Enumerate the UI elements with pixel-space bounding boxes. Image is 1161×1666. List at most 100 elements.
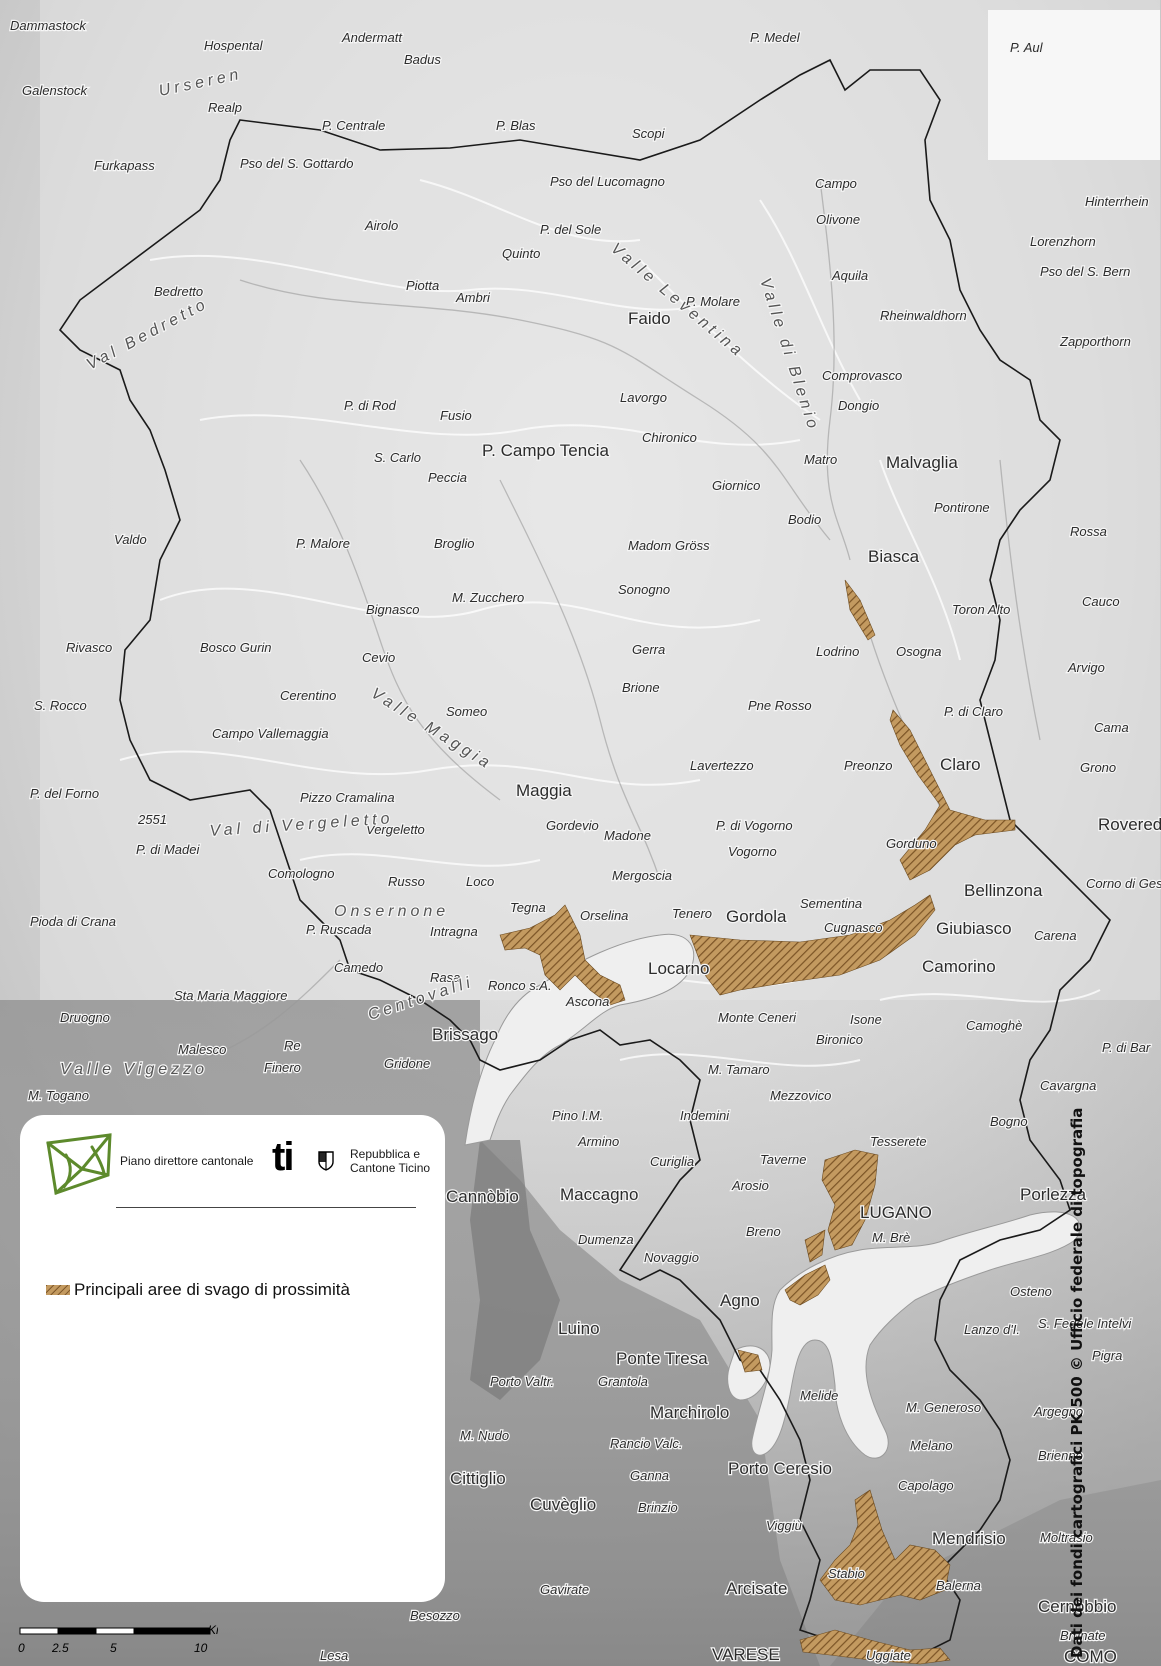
label-olivone: Olivone	[816, 212, 860, 227]
label-pso-lucomagno: Pso del Lucomagno	[550, 174, 665, 189]
label-pigra: Pigra	[1092, 1348, 1122, 1363]
label-cugnasco: Cugnasco	[824, 920, 883, 935]
legend-divider	[116, 1207, 416, 1208]
label-p-malore: P. Malore	[296, 536, 350, 551]
label-zapporthorn: Zapporthorn	[1059, 334, 1131, 349]
recreation-area-chiasso	[799, 1629, 951, 1665]
label-sonogno: Sonogno	[618, 582, 670, 597]
label-m-tamaro: M. Tamaro	[708, 1062, 770, 1077]
label-como: COMO	[1064, 1647, 1117, 1666]
label-locarno: Locarno	[648, 959, 709, 978]
label-pizzo-cramalina: Pizzo Cramalina	[300, 790, 395, 805]
label-osogna: Osogna	[896, 644, 942, 659]
label-s-carlo: S. Carlo	[374, 450, 421, 465]
label-balerna: Balerna	[936, 1578, 981, 1593]
label-porto-valtr: Porto Valtr.	[490, 1374, 554, 1389]
label-agno: Agno	[720, 1291, 760, 1310]
label-vogorno: Vogorno	[728, 844, 777, 859]
label-cannobio: Cannòbio	[446, 1187, 519, 1206]
label-p-di-claro: P. di Claro	[944, 704, 1003, 719]
label-pontirone: Pontirone	[934, 500, 990, 515]
label-gorduno: Gorduno	[886, 836, 937, 851]
scale-tick-10: 10	[194, 1641, 208, 1655]
label-tenero: Tenero	[672, 906, 712, 921]
label-gordevio: Gordevio	[546, 818, 599, 833]
label-maggia: Maggia	[516, 781, 572, 800]
label-bedretto: Bedretto	[154, 284, 203, 299]
label-pso-s-bern: Pso del S. Bern	[1040, 264, 1130, 279]
label-peccia: Peccia	[428, 470, 467, 485]
label-brione: Brione	[622, 680, 660, 695]
label-claro: Claro	[940, 755, 981, 774]
canton-shield-icon	[318, 1151, 334, 1171]
map-inset-north-east	[988, 10, 1160, 160]
label-bignasco: Bignasco	[366, 602, 419, 617]
recreation-area-mendrisiotto	[819, 1489, 951, 1606]
label-p-medel: P. Medel	[750, 30, 801, 45]
government-label-line1: Repubblica e	[350, 1147, 421, 1161]
label-onsernone: Onsernone	[334, 903, 449, 920]
label-piotta: Piotta	[406, 278, 439, 293]
label-preonzo: Preonzo	[844, 758, 892, 773]
label-porlezza: Porlezza	[1020, 1185, 1087, 1204]
legend-entry-label: Principali aree di svago di prossimità	[74, 1280, 350, 1299]
recreation-area-lugano-west	[804, 1229, 826, 1263]
label-scopi: Scopi	[632, 126, 666, 141]
label-malesco: Malesco	[178, 1042, 226, 1057]
label-rossa: Rossa	[1070, 524, 1107, 539]
piano-direttore-logo-icon	[46, 1133, 112, 1196]
label-re: Re	[284, 1038, 301, 1053]
label-novaggio: Novaggio	[644, 1250, 699, 1265]
label-cavargna: Cavargna	[1040, 1078, 1096, 1093]
label-andermatt: Andermatt	[341, 30, 403, 45]
label-ambri: Ambri	[455, 290, 491, 305]
label-loco: Loco	[466, 874, 494, 889]
label-intragna: Intragna	[430, 924, 478, 939]
label-m-togano: M. Togano	[28, 1088, 89, 1103]
label-orselina: Orselina	[580, 908, 628, 923]
label-m-zucchero: M. Zucchero	[452, 590, 524, 605]
label-someo: Someo	[446, 704, 487, 719]
label-gerra: Gerra	[632, 642, 665, 657]
label-viggiu: Viggiù	[766, 1518, 802, 1533]
label-curiglia: Curiglia	[650, 1154, 694, 1169]
label-sementina: Sementina	[800, 896, 862, 911]
label-valle-vigezzo: Valle Vigezzo	[60, 1061, 208, 1078]
label-lavertezzo: Lavertezzo	[690, 758, 754, 773]
label-brinzio: Brinzio	[638, 1500, 678, 1515]
label-besozzo: Besozzo	[410, 1608, 460, 1623]
label-broglio: Broglio	[434, 536, 474, 551]
label-roveredo: Roveredo	[1098, 815, 1161, 834]
label-dumenza: Dumenza	[578, 1232, 634, 1247]
label-mendrisio: Mendrisio	[932, 1529, 1006, 1548]
label-biasca: Biasca	[868, 547, 920, 566]
label-bogno: Bogno	[990, 1114, 1028, 1129]
label-p-di-vogorno: P. di Vogorno	[716, 818, 793, 833]
label-hospental: Hospental	[204, 38, 264, 53]
label-melano: Melano	[910, 1438, 953, 1453]
label-grantola: Grantola	[598, 1374, 648, 1389]
label-giubiasco: Giubiasco	[936, 919, 1012, 938]
label-arvigo: Arvigo	[1067, 660, 1105, 675]
label-monte-ceneri: Monte Ceneri	[718, 1010, 797, 1025]
label-cevio: Cevio	[362, 650, 395, 665]
label-stabio: Stabio	[828, 1566, 865, 1581]
label-ronco: Ronco s.A.	[488, 978, 552, 993]
label-giornico: Giornico	[712, 478, 760, 493]
label-maccagno: Maccagno	[560, 1185, 638, 1204]
label-chironico: Chironico	[642, 430, 697, 445]
label-isone: Isone	[850, 1012, 882, 1027]
label-porto-ceresio: Porto Ceresio	[728, 1459, 832, 1478]
legend-entry-recreation-areas: Principali aree di svago di prossimità	[46, 1280, 350, 1300]
plan-title: Piano direttore cantonale	[120, 1154, 254, 1168]
label-rheinwaldhorn: Rheinwaldhorn	[880, 308, 967, 323]
scale-tick-5: 5	[110, 1641, 117, 1655]
label-p-di-rod: P. di Rod	[344, 398, 397, 413]
label-ascona: Ascona	[565, 994, 609, 1009]
label-bosco-gurin: Bosco Gurin	[200, 640, 272, 655]
label-camedo: Camedo	[334, 960, 383, 975]
label-cuveglio: Cuvèglio	[530, 1495, 596, 1514]
lago-di-lugano	[751, 1211, 1081, 1459]
